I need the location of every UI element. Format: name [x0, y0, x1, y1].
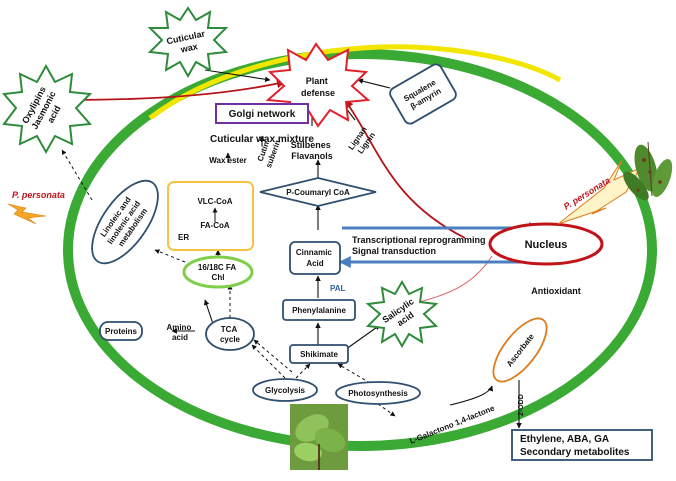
cuticular-wax-burst	[147, 6, 229, 79]
phenylalanine-box	[282, 299, 356, 321]
cinnamic-acid-label: Cinnamic Acid	[296, 248, 334, 268]
photosynthesis-node	[335, 381, 421, 405]
fa-coa-label: FA-CoA	[200, 221, 230, 230]
ascorbate-node	[492, 317, 548, 383]
shikimate-box	[289, 344, 349, 364]
nucleus-label: Nucleus	[525, 239, 568, 251]
p-coumaryl-diamond	[259, 177, 377, 207]
cuticle-layer	[148, 44, 562, 120]
ethylene-box	[511, 429, 653, 461]
infected-leaves-icon	[623, 141, 673, 201]
phenylalanine-label: Phenylalanine	[292, 306, 346, 315]
proteins-label: Proteins	[105, 327, 138, 336]
cuticular-wax-mixture-label: Cuticular wax mixture	[210, 134, 314, 145]
wax-ester-label: Wax ester	[209, 156, 247, 165]
nucleus-node	[488, 222, 604, 266]
pal-label: PAL	[330, 284, 346, 293]
fa-chl-node	[182, 255, 254, 289]
p-personata-left-label: P. personata	[12, 190, 65, 200]
golgi-network-box	[215, 103, 309, 124]
proteins-box	[99, 321, 143, 341]
er-label: ER	[178, 233, 189, 242]
er-box	[167, 181, 254, 251]
p-coumaryl-label: P-Coumaryl CoA	[286, 188, 350, 197]
transcription-label: Transcriptional reprogramming Signal tra…	[352, 235, 488, 256]
nucleus-to-defense-arrow	[344, 99, 466, 239]
jasmonic-to-defense-arrow	[59, 79, 286, 101]
golgi-network-label: Golgi network	[229, 109, 296, 120]
antioxidant-label: Antioxidant	[531, 286, 581, 296]
cinnamic-acid-box	[289, 241, 341, 275]
stilbenes-label: Stilbenes Flavanols	[291, 140, 334, 161]
two-odd-label: 2-ODD	[518, 394, 525, 416]
shikimate-label: Shikimate	[300, 350, 338, 359]
salicylic-acid-burst	[365, 280, 439, 348]
galactono-to-ascorbate-arrow	[449, 385, 494, 406]
oxylipins-burst	[2, 63, 93, 155]
tca-cycle-label: TCA cycle	[220, 325, 241, 344]
vlc-coa-label: VLC-CoA	[197, 197, 232, 206]
lightning-bolt-left-icon	[7, 203, 47, 225]
photosynthesis-label: Photosynthesis	[348, 389, 408, 398]
glycolysis-node	[252, 378, 318, 402]
glycolysis-label: Glycolysis	[265, 386, 306, 395]
squalene-box	[389, 63, 457, 125]
leaf-photo	[290, 404, 348, 470]
ethylene-label: Ethylene, ABA, GA Secondary metabolites	[520, 434, 630, 458]
linoleic-node	[91, 179, 159, 265]
fa-chl-label: 16/18C FA Chl	[198, 263, 238, 282]
tca-cycle-node	[205, 317, 255, 351]
plant-defense-label: Plant defense	[301, 76, 335, 98]
amino-acid-label: Amino acid	[166, 323, 193, 342]
